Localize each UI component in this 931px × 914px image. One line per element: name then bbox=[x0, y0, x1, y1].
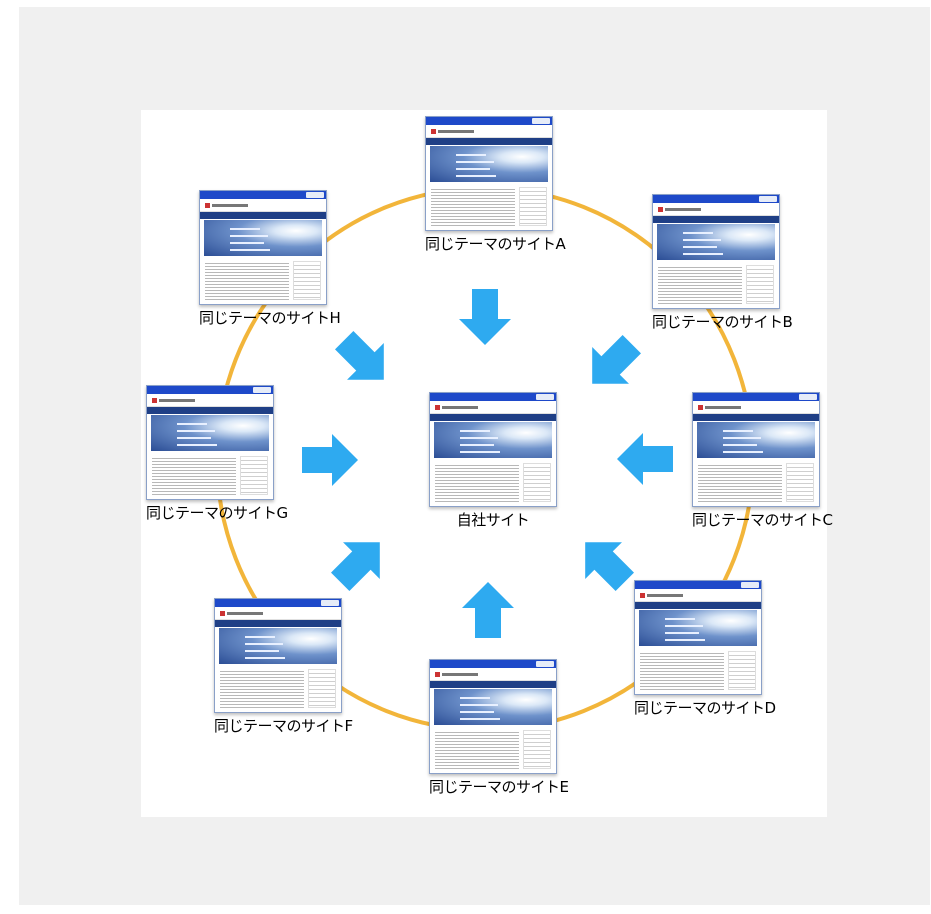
site-g: 同じテーマのサイトG bbox=[146, 385, 288, 523]
site-label: 自社サイト bbox=[456, 511, 530, 529]
site-label: 同じテーマのサイトA bbox=[425, 235, 566, 253]
site-label: 同じテーマのサイトE bbox=[429, 778, 569, 796]
site-thumbnail bbox=[429, 392, 557, 507]
site-thumbnail bbox=[429, 659, 557, 774]
site-thumbnail bbox=[634, 580, 762, 695]
site-label: 同じテーマのサイトF bbox=[214, 717, 353, 735]
site-thumbnail bbox=[146, 385, 274, 500]
arrow-g-to-center bbox=[302, 434, 358, 486]
site-label: 同じテーマのサイトH bbox=[199, 309, 341, 327]
site-label: 同じテーマのサイトC bbox=[692, 511, 833, 529]
site-label: 同じテーマのサイトD bbox=[634, 699, 776, 717]
site-thumbnail bbox=[652, 194, 780, 309]
site-thumbnail bbox=[425, 116, 553, 231]
arrow-b-to-center bbox=[592, 335, 641, 384]
site-thumbnail bbox=[692, 392, 820, 507]
site-d: 同じテーマのサイトD bbox=[634, 580, 776, 718]
site-thumbnail bbox=[214, 598, 342, 713]
arrow-f-to-center bbox=[331, 542, 380, 591]
site-c: 同じテーマのサイトC bbox=[692, 392, 833, 530]
site-h: 同じテーマのサイトH bbox=[199, 190, 341, 328]
site-e: 同じテーマのサイトE bbox=[429, 659, 569, 797]
arrow-d-to-center bbox=[585, 542, 634, 591]
arrow-c-to-center bbox=[617, 433, 673, 485]
site-f: 同じテーマのサイトF bbox=[214, 598, 353, 736]
site-thumbnail bbox=[199, 190, 327, 305]
site-b: 同じテーマのサイトB bbox=[652, 194, 793, 332]
arrow-a-to-center bbox=[459, 289, 511, 345]
arrow-e-to-center bbox=[462, 582, 514, 638]
site-label: 同じテーマのサイトB bbox=[652, 313, 793, 331]
arrow-h-to-center bbox=[335, 331, 384, 380]
site-a: 同じテーマのサイトA bbox=[425, 116, 566, 254]
site-center: 自社サイト bbox=[429, 392, 557, 530]
site-label: 同じテーマのサイトG bbox=[146, 504, 288, 522]
